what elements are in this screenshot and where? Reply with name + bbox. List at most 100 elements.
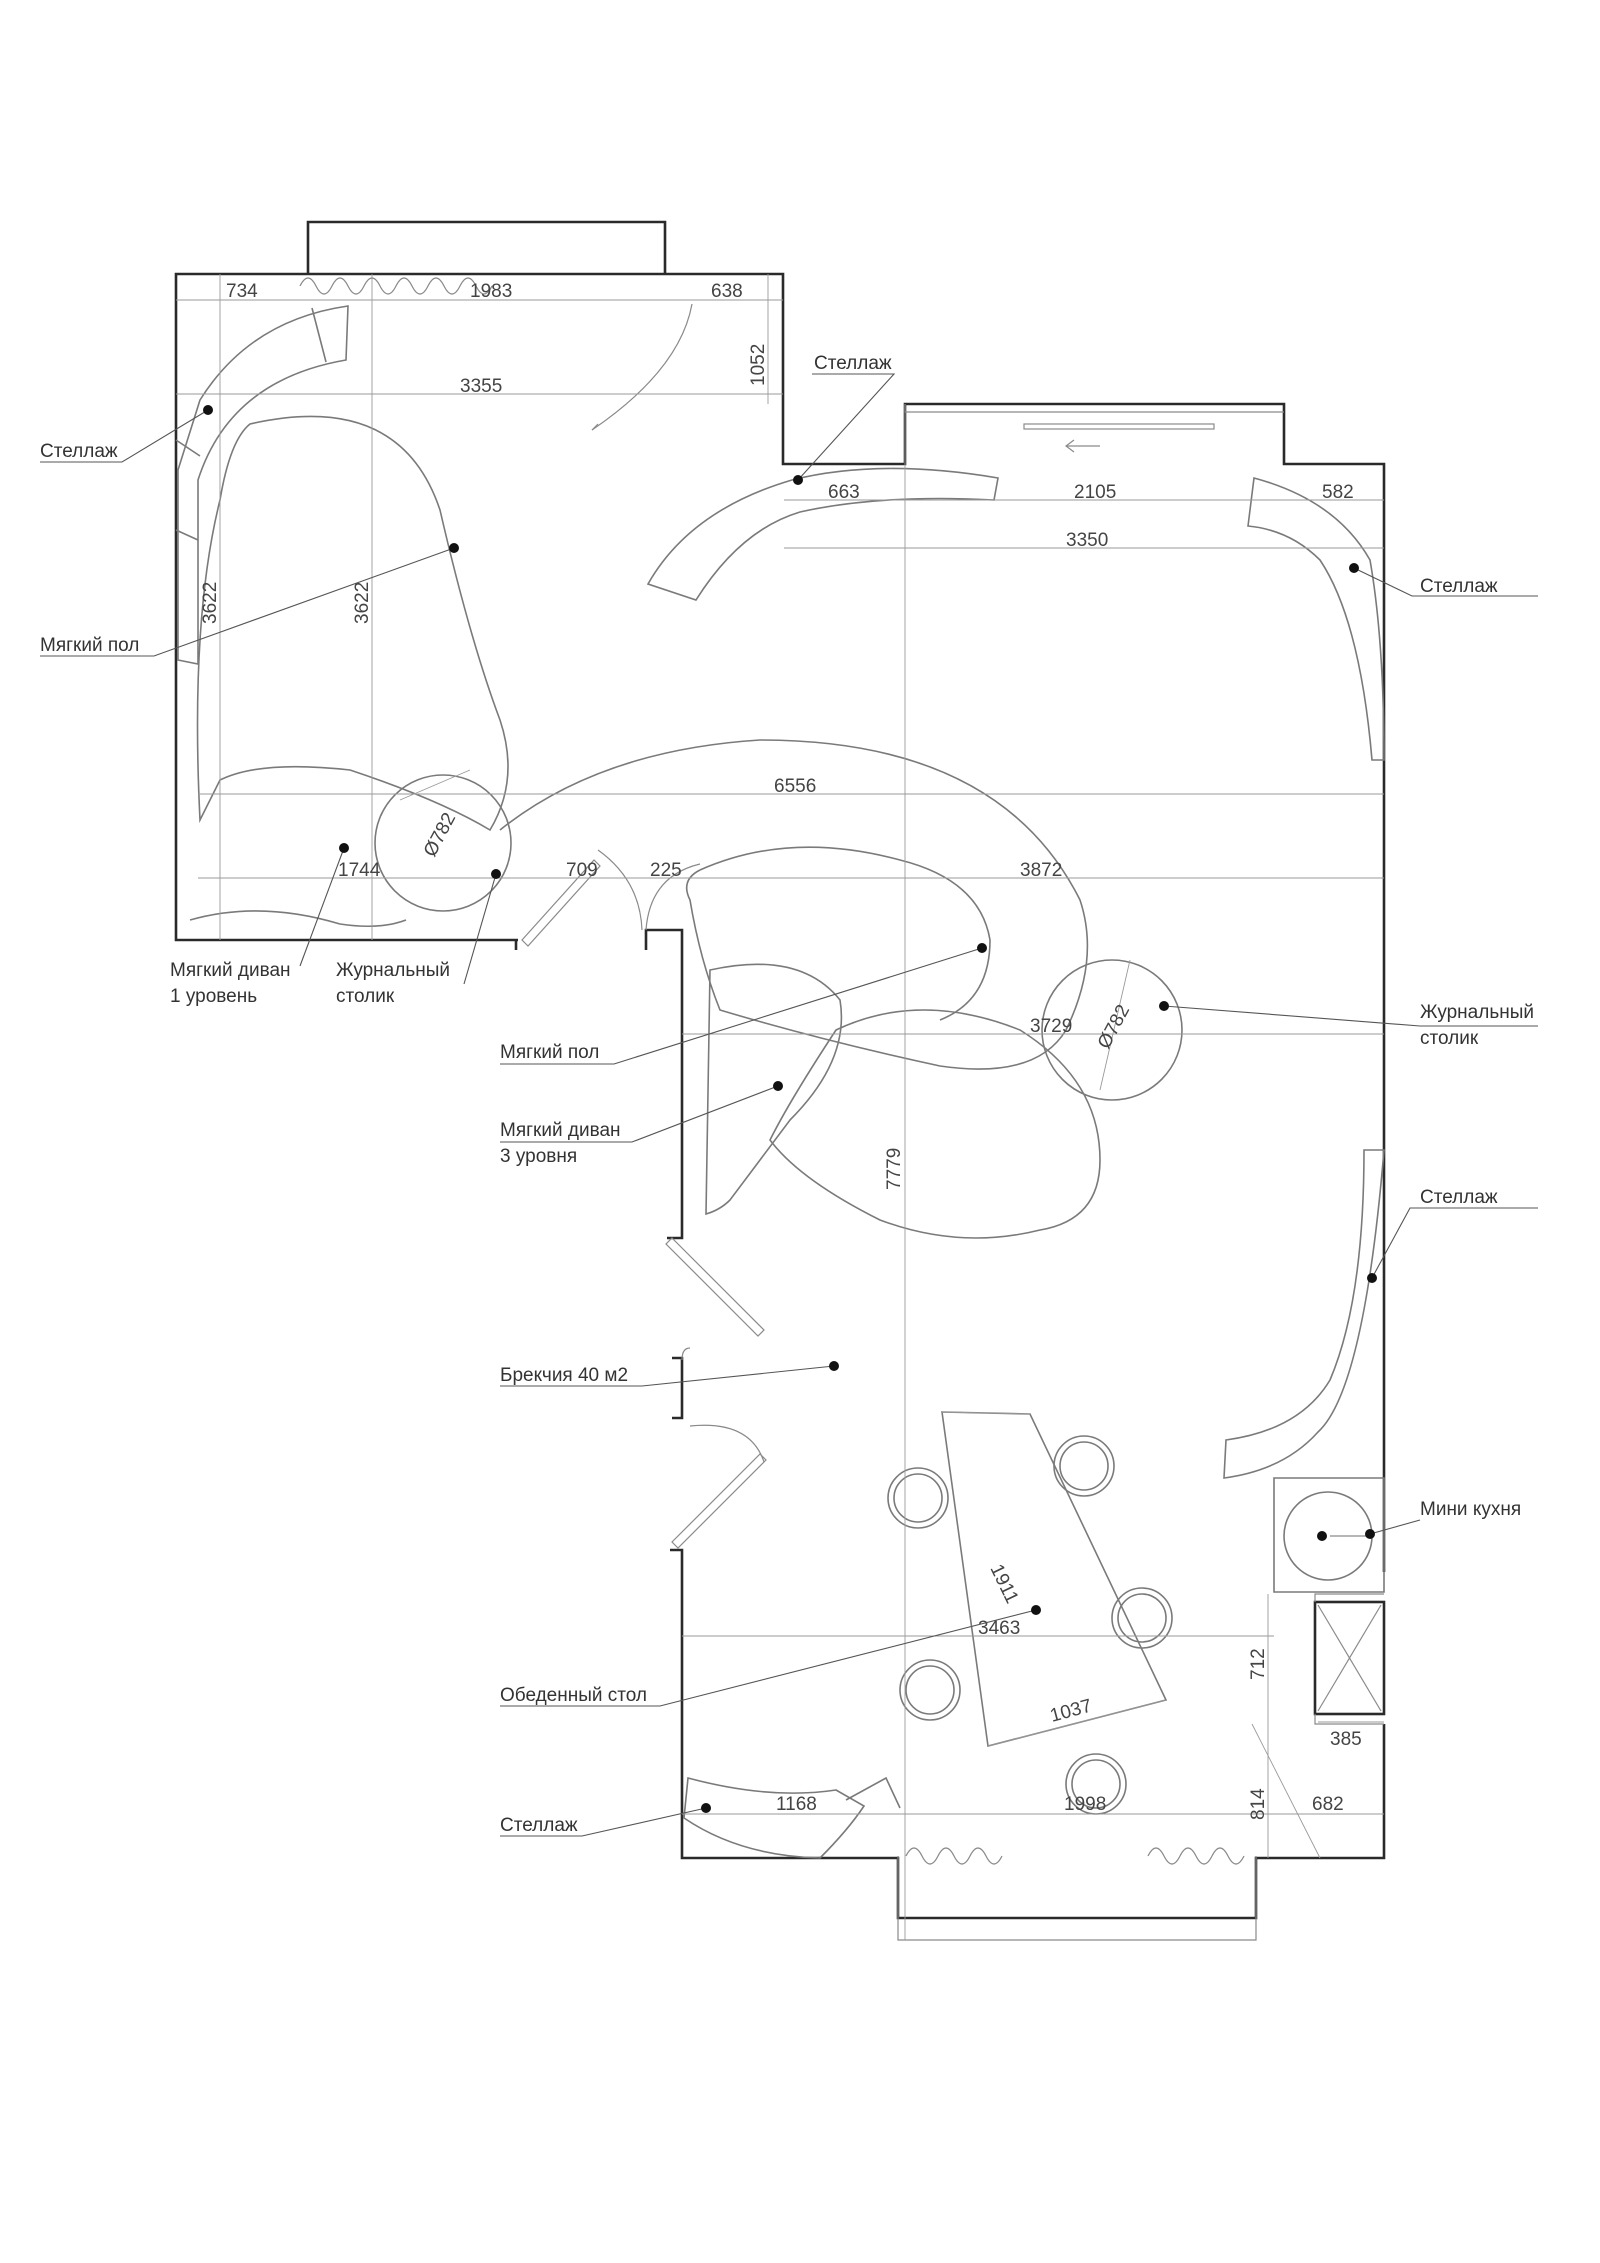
leader-stellazh-4: [1371, 1207, 1538, 1279]
shelf-top-left-dividers: [175, 307, 327, 541]
doors: [521, 303, 1215, 1549]
dot-stellazh-2: [793, 475, 803, 485]
chair-3-inner: [1117, 1593, 1167, 1643]
dim-225: 225: [650, 860, 682, 881]
sofa-3-part-2: [769, 1009, 1101, 1239]
dim-3872: 3872: [1020, 860, 1062, 881]
dim-1911: 1911: [986, 1561, 1023, 1607]
door-notch-arc: [681, 1347, 691, 1361]
chair-4: [899, 1659, 961, 1721]
label-table-2-line2: столик: [1420, 1028, 1479, 1049]
walls: [174, 220, 1386, 1941]
shelves: [175, 305, 1385, 1859]
dim-1052: 1052: [748, 344, 769, 386]
soft-floor-2-outline: [499, 739, 1089, 1070]
leader-soft-floor-2: [500, 947, 983, 1065]
dot-stellazh-5: [701, 1803, 711, 1813]
dot-stellazh-1: [203, 405, 213, 415]
label-stellazh-4: Стеллаж: [1420, 1187, 1498, 1208]
leader-stellazh-1: [40, 409, 209, 463]
label-table-1-line1: Журнальный: [336, 960, 450, 981]
dim-385: 385: [1330, 1729, 1362, 1750]
dim-814: 814: [1248, 1788, 1269, 1820]
leader-stellazh-2: [797, 373, 896, 481]
label-sofa-3-line2: 3 уровня: [500, 1146, 577, 1167]
door-arc-top: [591, 303, 693, 431]
dot-table-1: [491, 869, 501, 879]
dim-1037: 1037: [1048, 1696, 1094, 1727]
door-leaf-lower: [671, 1453, 767, 1549]
door-leaf-mid: [665, 1237, 765, 1337]
dim-7779: 7779: [884, 1148, 905, 1190]
label-soft-floor-1: Мягкий пол: [40, 635, 139, 656]
shelf-bottom-left-end: [845, 1776, 901, 1809]
shelf-right-lower: [1223, 1149, 1385, 1479]
label-table-1-line2: столик: [336, 986, 395, 1007]
dim-782a: Ø782: [420, 809, 460, 860]
door-arc-right: [645, 863, 701, 931]
coffee-table-1: [374, 774, 512, 912]
dim-709: 709: [566, 860, 598, 881]
dim-1168: 1168: [776, 1794, 817, 1815]
dim-782b: Ø782: [1094, 1001, 1134, 1052]
leader-table-1: [463, 873, 497, 985]
dim-6556: 6556: [774, 776, 816, 797]
chair-3: [1111, 1587, 1173, 1649]
dim-line-d782a: [399, 769, 471, 801]
dim-line-1911: [941, 1411, 1031, 1415]
outer-wall-upper: [174, 272, 1386, 1572]
door-arc-left: [597, 849, 643, 931]
label-breccia: Брекчия 40 м2: [500, 1365, 628, 1386]
dot-sofa-1: [339, 843, 349, 853]
dim-line-d782b: [1099, 959, 1131, 1091]
label-sofa-1-line1: Мягкий диван: [170, 960, 291, 981]
chair-2-inner: [893, 1473, 943, 1523]
dot-breccia: [829, 1361, 839, 1371]
dot-stellazh-3: [1349, 563, 1359, 573]
shelf-bottom-left: [683, 1776, 866, 1859]
curtain-top: [299, 277, 493, 295]
label-stellazh-5: Стеллаж: [500, 1815, 578, 1836]
leader-soft-floor-1: [40, 547, 455, 657]
label-mini-kitchen: Мини кухня: [1420, 1499, 1521, 1520]
label-sofa-1-line2: 1 уровень: [170, 986, 257, 1007]
furniture: [189, 415, 1385, 1815]
slide-arrow-head: [1065, 439, 1075, 453]
dim-682: 682: [1312, 1794, 1344, 1815]
dim-line-682: [1251, 1723, 1321, 1859]
label-dining-table: Обеденный стол: [500, 1685, 647, 1706]
dim-3622a: 3622: [200, 582, 221, 624]
dot-table-2: [1159, 1001, 1169, 1011]
curtain-bottom-left: [905, 1847, 1003, 1865]
dimension-lines: [176, 274, 1384, 1940]
leader-table-2: [1163, 1005, 1538, 1027]
dim-638: 638: [711, 281, 743, 302]
label-soft-floor-2: Мягкий пол: [500, 1042, 599, 1063]
chair-5-inner: [1071, 1759, 1121, 1809]
dim-712: 712: [1248, 1648, 1269, 1680]
inner-wall-upper: [644, 928, 684, 1240]
dim-1983: 1983: [470, 281, 512, 302]
leader-breccia: [500, 1365, 835, 1387]
dim-734: 734: [226, 281, 258, 302]
leader-dining-table: [500, 1609, 1037, 1707]
sofa-3-part-1: [705, 963, 843, 1216]
chair-4-inner: [905, 1665, 955, 1715]
leader-mini-kitchen: [1369, 1519, 1421, 1535]
dot-soft-floor-1: [449, 543, 459, 553]
leader-stellazh-3: [1353, 567, 1538, 597]
curtain-bottom-right: [1147, 1847, 1245, 1865]
callout-labels: Стеллаж Мягкий пол Стеллаж Стеллаж Мягки…: [40, 353, 1534, 1836]
soft-floor-2-inner: [699, 846, 991, 1021]
dot-mini-kitchen: [1365, 1529, 1375, 1539]
utility-box-top: [1314, 1593, 1384, 1602]
utility-box-bottom: [1314, 1714, 1384, 1725]
dim-3350: 3350: [1066, 530, 1108, 551]
sliding-door: [1023, 423, 1215, 430]
outer-wall-lower: [670, 1548, 1386, 1920]
dim-1744: 1744: [338, 860, 381, 881]
utility-box-cross-2: [1317, 1604, 1382, 1712]
dim-3729: 3729: [1030, 1016, 1072, 1037]
label-table-2-line1: Журнальный: [1420, 1002, 1534, 1023]
